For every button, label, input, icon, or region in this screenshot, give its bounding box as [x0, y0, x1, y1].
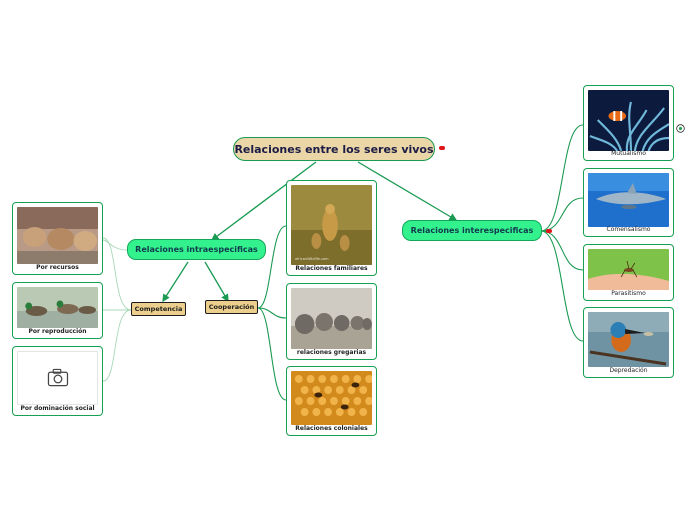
- root-topic-label: Relaciones entre los seres vivos: [234, 142, 434, 156]
- card-caption: Parasitismo: [611, 290, 646, 297]
- card-comensalismo[interactable]: Comensalismo: [583, 168, 674, 237]
- cheetahs-photo: [291, 185, 372, 265]
- clownfish-photo: [588, 90, 669, 151]
- card-depredacion[interactable]: Depredación: [583, 307, 674, 378]
- globe-icon[interactable]: [676, 118, 685, 133]
- shark-photo: [588, 173, 669, 227]
- card-por-reproduccion[interactable]: Por reproducción: [12, 282, 103, 339]
- ducks-photo: [17, 287, 98, 328]
- card-relaciones-familiares[interactable]: Relaciones familiares: [286, 180, 377, 276]
- card-caption: Por dominación social: [20, 405, 95, 412]
- image-placeholder: [17, 351, 98, 405]
- card-caption: Relaciones familiares: [295, 265, 368, 272]
- card-caption: Mutualismo: [611, 150, 646, 157]
- card-caption: relaciones gregarias: [296, 349, 367, 356]
- topic-cooperacion-label: Cooperación: [208, 303, 255, 311]
- card-por-recursos[interactable]: Por recursos: [12, 202, 103, 275]
- mosquito-photo: [588, 249, 669, 290]
- branch-interespecificas[interactable]: Relaciones interespecificas: [402, 220, 542, 241]
- card-caption: Comensalismo: [606, 226, 651, 233]
- branch-intraespecificas[interactable]: Relaciones intraespecificas: [127, 239, 266, 260]
- card-relaciones-gregarias[interactable]: relaciones gregarias: [286, 283, 377, 360]
- card-mutualismo[interactable]: Mutualismo: [583, 85, 674, 161]
- topic-competencia[interactable]: Competencia: [131, 302, 186, 316]
- card-relaciones-coloniales[interactable]: Relaciones coloniales: [286, 366, 377, 436]
- elephants-photo: [291, 288, 372, 349]
- card-por-dominacion-social[interactable]: Por dominación social: [12, 346, 103, 416]
- root-topic[interactable]: Relaciones entre los seres vivos: [233, 137, 435, 161]
- camera-icon: [47, 368, 69, 387]
- bees-photo: [291, 371, 372, 425]
- card-caption: Por recursos: [36, 264, 79, 271]
- branch-interespecificas-label: Relaciones interespecificas: [410, 226, 534, 235]
- branch-intraespecificas-label: Relaciones intraespecificas: [135, 245, 258, 254]
- photo-credit: africanWildlife.com: [295, 257, 329, 261]
- card-caption: Depredación: [609, 367, 648, 374]
- topic-cooperacion[interactable]: Cooperación: [205, 300, 258, 314]
- note-marker-icon[interactable]: [546, 229, 552, 233]
- card-parasitismo[interactable]: Parasitismo: [583, 244, 674, 301]
- lions-photo: [17, 207, 98, 264]
- note-marker-icon[interactable]: [439, 146, 445, 150]
- kingfisher-photo: [588, 312, 669, 367]
- card-caption: Relaciones coloniales: [295, 425, 368, 432]
- topic-competencia-label: Competencia: [134, 305, 183, 313]
- card-caption: Por reproducción: [28, 328, 87, 335]
